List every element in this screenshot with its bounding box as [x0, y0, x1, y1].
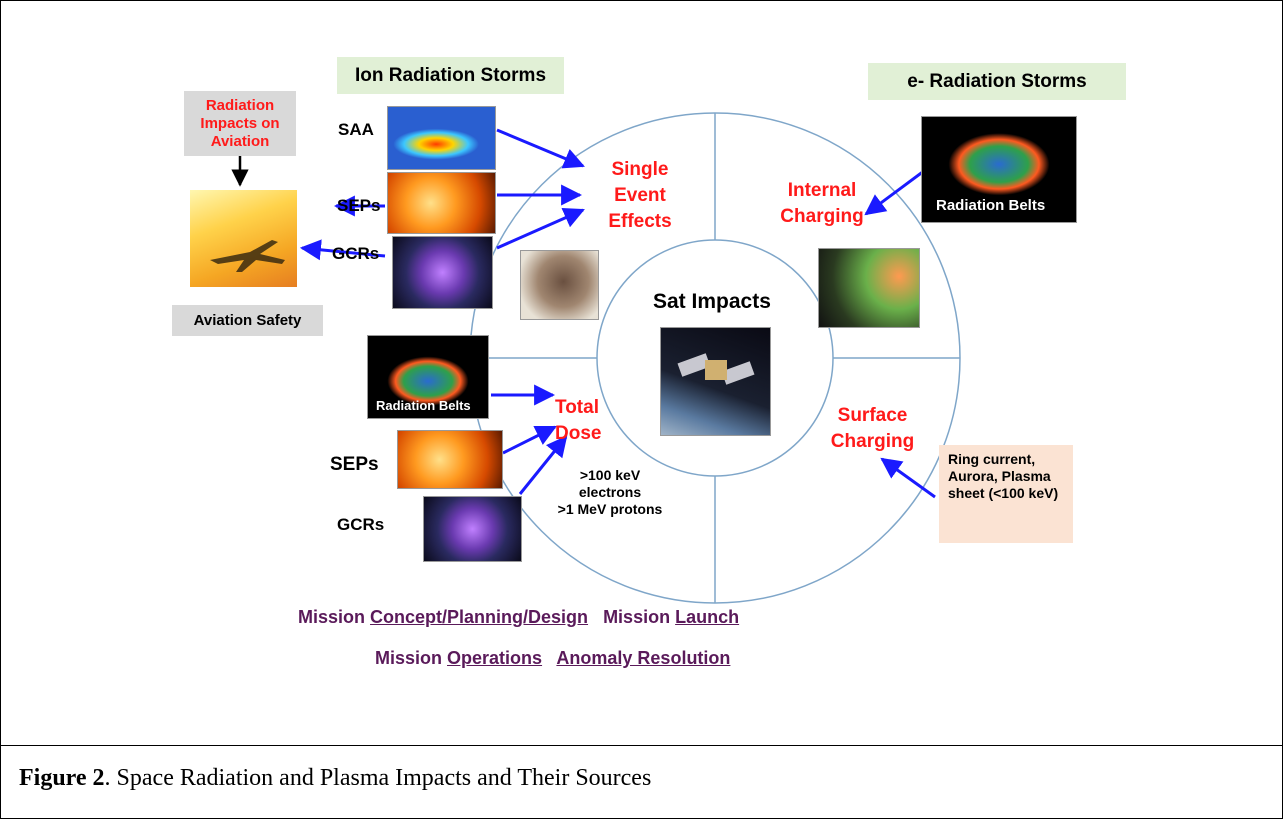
dose-note: >100 keV electrons >1 MeV protons: [540, 467, 680, 518]
aviation-impacts-box: Radiation Impacts on Aviation: [184, 91, 296, 156]
ion-storms-box: Ion Radiation Storms: [337, 57, 564, 94]
caption-label: Figure 2: [19, 765, 105, 791]
label-gcrs-top: GCRs: [332, 244, 380, 263]
aviation-image: [190, 190, 297, 287]
radiation-belts-label-left: Radiation Belts: [376, 398, 471, 413]
impact-circle: [469, 112, 961, 604]
caption-text: . Space Radiation and Plasma Impacts and…: [104, 765, 652, 791]
radiation-belts-image-left: Radiation Belts: [367, 335, 489, 419]
mission-operations: Operations: [447, 648, 543, 668]
label-saa: SAA: [338, 120, 374, 139]
arrow-ring-current: [880, 457, 936, 499]
effect-total-dose: Total Dose: [555, 397, 602, 444]
radiation-belts-label-right: Radiation Belts: [936, 197, 1046, 214]
arrow-gcrs-bottom: [518, 435, 568, 495]
mission-line-1: Mission Concept/Planning/Design Mission …: [298, 607, 739, 628]
dose-note-line-2: electrons: [578, 484, 642, 500]
dose-note-line-1: >100 keV: [579, 467, 641, 483]
satellite-image: [660, 327, 771, 436]
discharge-image: [818, 248, 920, 328]
radiation-belts-image-right: Radiation Belts: [921, 116, 1077, 223]
arrow-belts-right: [864, 166, 929, 216]
seps-sun-image-top: [387, 172, 496, 234]
mission-word-2: Mission: [603, 607, 671, 627]
label-gcrs-bottom: GCRs: [337, 515, 385, 534]
center-title: Sat Impacts: [653, 290, 771, 313]
label-seps-bottom: SEPs: [330, 454, 379, 475]
mission-launch: Launch: [675, 607, 740, 627]
label-seps-top: SEPs: [337, 196, 381, 215]
effect-single-event: Single Event Effects: [608, 159, 672, 232]
seps-sun-image-bottom: [397, 430, 503, 489]
dose-note-line-3: >1 MeV protons: [557, 501, 663, 517]
chip-image: [520, 250, 599, 320]
saa-map-image: [387, 106, 496, 170]
effect-surface-charging: Surface Charging: [830, 405, 915, 452]
mission-concept: Concept/Planning/Design: [370, 607, 589, 627]
arrow-saa: [496, 128, 585, 169]
aviation-safety-box: Aviation Safety: [172, 305, 323, 336]
airplane-icon: [210, 240, 285, 272]
caption-rule: [1, 745, 1282, 746]
mission-word-3: Mission: [375, 648, 443, 668]
mission-anomaly: Anomaly Resolution: [556, 648, 731, 668]
gcrs-nebula-image-top: [392, 236, 493, 309]
mission-line-2: Mission Operations Anomaly Resolution: [375, 648, 730, 669]
mission-word-1: Mission: [298, 607, 366, 627]
figure-caption: Figure 2. Space Radiation and Plasma Imp…: [19, 765, 651, 792]
arrow-gcrs-top: [496, 208, 585, 250]
arrow-to-aviation-gcrs: [299, 239, 386, 261]
ring-current-box: Ring current, Aurora, Plasma sheet (<100…: [939, 445, 1073, 543]
satellite-icon: [677, 353, 755, 385]
e-storms-box: e- Radiation Storms: [868, 63, 1126, 100]
gcrs-nebula-image-bottom: [423, 496, 522, 562]
effect-internal-charging: Internal Charging: [780, 180, 864, 227]
arrow-seps-bottom: [502, 425, 557, 455]
